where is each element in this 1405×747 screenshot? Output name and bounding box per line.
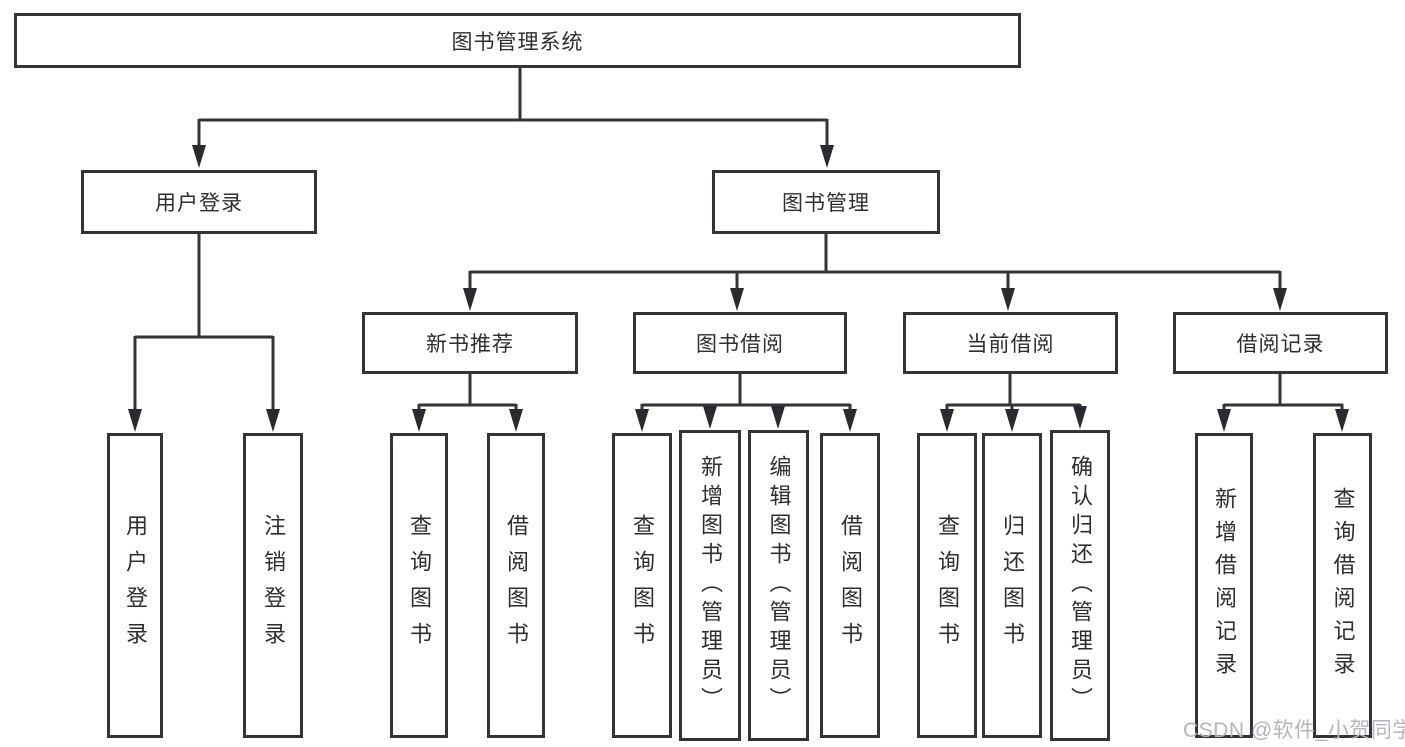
- node-nbr-query-books-label: 查询图书: [407, 513, 432, 658]
- node-borrowing-records-label: 借阅记录: [1236, 333, 1325, 356]
- arrowhead: [463, 288, 477, 311]
- node-user-login: 用户登录: [107, 433, 163, 738]
- connector-bookborrow-to-children: [640, 374, 852, 414]
- arrowhead: [703, 406, 717, 429]
- arrowhead: [843, 409, 857, 432]
- node-logout-login: 注销登录: [243, 433, 303, 738]
- node-new-book-recommend-label: 新书推荐: [426, 333, 514, 356]
- node-br-query-record-label: 查询借阅记录: [1330, 486, 1356, 685]
- arrowhead: [192, 145, 206, 168]
- arrowhead: [509, 409, 523, 432]
- arrowhead: [1073, 406, 1087, 429]
- connector-bookmgmt-to-level3: [468, 234, 1282, 293]
- arrowhead: [1273, 288, 1287, 311]
- node-nbr-borrow-books-label: 借阅图书: [504, 513, 529, 658]
- node-br-add-record: 新增借阅记录: [1195, 433, 1253, 738]
- node-bb-borrow-books-label: 借阅图书: [838, 513, 863, 658]
- node-bb-add-books-admin: 新增图书（管理员）: [679, 430, 741, 741]
- node-current-borrowing-label: 当前借阅: [966, 333, 1055, 356]
- node-book-management: 图书管理: [712, 170, 940, 234]
- node-bb-query-books-label: 查询图书: [630, 513, 655, 658]
- arrowhead: [1001, 288, 1015, 311]
- node-nbr-query-books: 查询图书: [390, 433, 448, 738]
- node-user-login-group-label: 用户登录: [155, 192, 243, 215]
- connector-userlogin-to-children: [133, 234, 275, 414]
- node-root: 图书管理系统: [14, 13, 1021, 68]
- csdn-watermark: CSDN @软件_小贺同学: [1183, 719, 1405, 742]
- node-current-borrowing: 当前借阅: [903, 312, 1118, 374]
- node-cb-query-books: 查询图书: [917, 433, 977, 738]
- connector-newbook-to-children: [417, 374, 518, 414]
- arrowhead: [266, 409, 280, 432]
- node-cb-return-books-label: 归还图书: [1000, 513, 1025, 658]
- node-logout-login-label: 注销登录: [261, 513, 286, 658]
- node-bb-borrow-books: 借阅图书: [820, 433, 880, 738]
- node-nbr-borrow-books: 借阅图书: [487, 433, 545, 738]
- node-bb-edit-books-admin-label: 编辑图书（管理员）: [766, 455, 792, 716]
- node-cb-return-books: 归还图书: [982, 433, 1042, 738]
- arrowheads: [128, 145, 1349, 432]
- node-cb-query-books-label: 查询图书: [935, 513, 960, 658]
- arrowhead: [412, 409, 426, 432]
- node-book-borrowing-label: 图书借阅: [696, 333, 784, 356]
- node-bb-edit-books-admin: 编辑图书（管理员）: [748, 430, 809, 741]
- arrowhead: [771, 406, 785, 429]
- connector-currentborrow-to-children: [945, 374, 1082, 414]
- node-cb-confirm-return-admin-label: 确认归还（管理员）: [1068, 455, 1093, 716]
- node-bb-query-books: 查询图书: [612, 433, 672, 738]
- node-root-label: 图书管理系统: [451, 30, 584, 54]
- node-br-query-record: 查询借阅记录: [1313, 433, 1372, 738]
- node-book-borrowing: 图书借阅: [633, 312, 847, 374]
- node-bb-add-books-admin-label: 新增图书（管理员）: [698, 455, 723, 716]
- arrowhead: [1005, 409, 1019, 432]
- node-user-login-group: 用户登录: [81, 170, 317, 234]
- connector-records-to-children: [1222, 374, 1344, 414]
- node-cb-confirm-return-admin: 确认归还（管理员）: [1050, 430, 1110, 741]
- arrowhead: [635, 409, 649, 432]
- arrowhead: [730, 288, 744, 311]
- arrowhead: [940, 409, 954, 432]
- node-user-login-label: 用户登录: [123, 513, 148, 658]
- arrowhead: [1335, 409, 1349, 432]
- arrowhead: [1217, 409, 1231, 432]
- node-br-add-record-label: 新增借阅记录: [1212, 486, 1237, 685]
- node-new-book-recommend: 新书推荐: [362, 312, 578, 374]
- node-borrowing-records: 借阅记录: [1173, 312, 1388, 374]
- node-book-management-label: 图书管理: [782, 192, 870, 215]
- arrowhead: [128, 409, 142, 432]
- arrowhead: [820, 145, 834, 168]
- connector-root-to-level2: [197, 68, 829, 150]
